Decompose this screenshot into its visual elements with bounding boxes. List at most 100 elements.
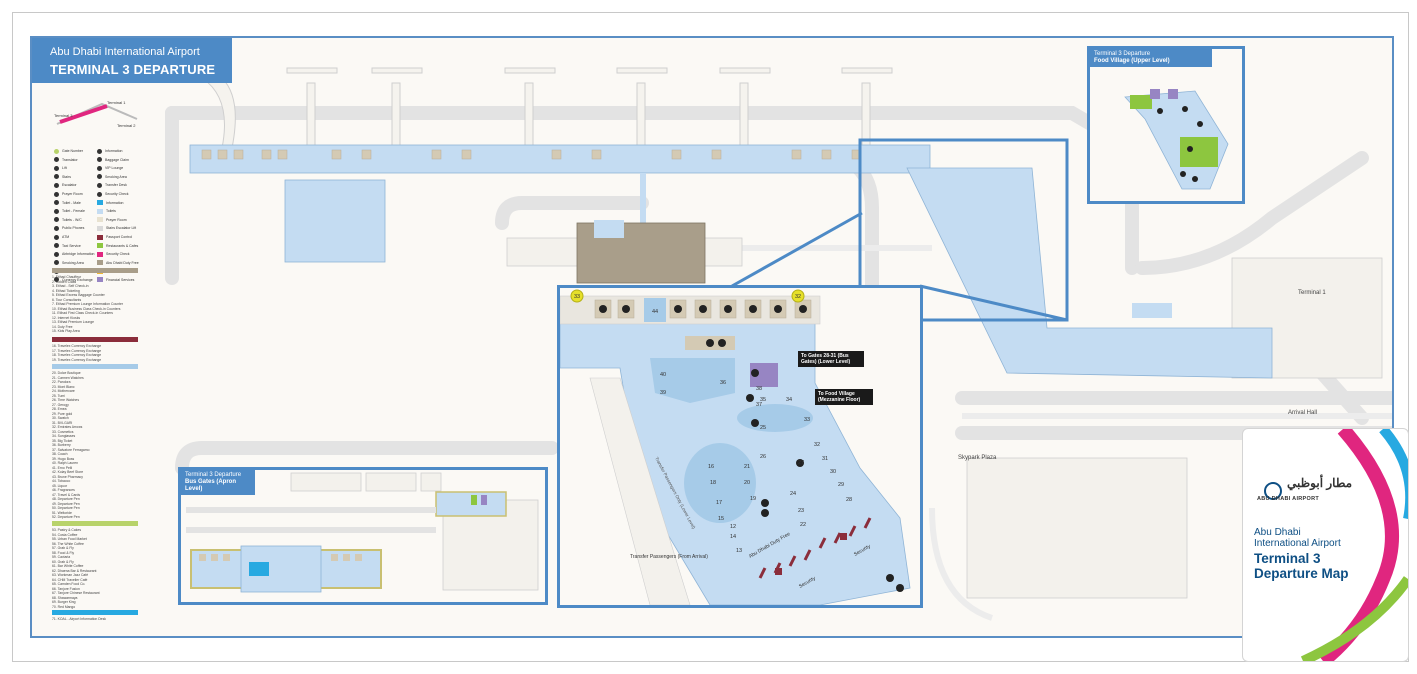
list-item: 14. Duty Free <box>52 324 73 329</box>
unit-number: 26 <box>760 454 766 460</box>
translator-icon <box>54 157 59 163</box>
legend-item: Gate Number <box>54 147 95 156</box>
list-item: 25. Tumi <box>52 393 66 398</box>
legend-item: ATM <box>54 233 95 242</box>
brand-english-name: ABU DHABI AIRPORT <box>1257 496 1320 502</box>
gate-33-label: 33 <box>574 294 580 300</box>
list-item: 64. CHM Traveller Café <box>52 577 88 582</box>
list-item: 34. Sunglasses <box>52 434 76 438</box>
unit-number: 35 <box>760 397 766 403</box>
list-item: 33. Cosmetics <box>52 429 74 434</box>
unit-number: 20 <box>744 480 750 486</box>
transfer-passengers-label: Transfer Passengers (From Arrival) <box>630 554 708 560</box>
smoking-icon <box>97 174 102 180</box>
brand-title: Terminal 3 Departure Map <box>1254 551 1349 581</box>
list-item: 56. The White Coffee <box>52 541 84 546</box>
legend-column-2: Information Baggage Claim VIP Lounge Smo… <box>97 147 139 285</box>
list-item: 46. Fragrances <box>52 488 75 492</box>
list-item: 28. Emea <box>52 407 67 411</box>
label-skypark-plaza: Skypark Plaza <box>958 455 997 461</box>
list-item: 12. Internet Kiosks <box>52 315 81 320</box>
list-item: 3. Etihad - Self Check-in <box>52 284 89 288</box>
financial-swatch-icon <box>97 277 103 283</box>
unit-number: 25 <box>760 425 766 431</box>
brand-card: مطار أبوظبي ABU DHABI AIRPORT Abu Dhabi … <box>1242 428 1409 662</box>
list-item: 43. Brune Pharmacy <box>52 474 83 479</box>
list-item: 37. Salvatore Ferragamo <box>52 447 90 452</box>
list-item: 59. Caviaria <box>52 555 71 559</box>
unit-number: 23 <box>798 508 804 514</box>
unit-number: 27 <box>798 460 804 466</box>
legend-item: Information <box>97 147 139 156</box>
brand-subtitle: Abu Dhabi International Airport <box>1254 527 1341 549</box>
list-item: 45. Liquor <box>52 483 68 488</box>
list-item: 65. Camden Food Co. <box>52 582 86 586</box>
airport-name: Abu Dhabi International Airport <box>50 46 200 58</box>
legend-item: Translator <box>54 156 95 165</box>
list-header-food <box>52 521 138 526</box>
legend-item: Stairs <box>54 173 95 182</box>
unit-number: 38 <box>756 386 762 392</box>
inset-food-title: Terminal 3 Departure Food Village (Upper… <box>1090 49 1212 67</box>
unit-number: 32 <box>814 442 820 448</box>
info-icon <box>97 148 102 154</box>
list-item: 63. Workman Jazz Café <box>52 573 89 577</box>
callout-bus-gates: To Gates 28-31 (Bus Gates) (Lower Level) <box>798 351 864 367</box>
east-concourse <box>906 167 1273 379</box>
unit-number: 18 <box>710 480 716 486</box>
list-item: 30. Swatch <box>52 416 69 420</box>
legend-item: Toilet - Female <box>54 207 95 216</box>
prayer-swatch-icon <box>97 217 103 223</box>
legend-item: Transfer Desk <box>97 181 139 190</box>
list-item: 70. Red Mango <box>52 604 76 609</box>
toilets-swatch-icon <box>97 208 103 214</box>
list-item: 36. Burberry <box>52 443 71 447</box>
legend-item: Toilets - W/C <box>54 216 95 225</box>
list-info: 71. KOAL - Airport Information Desk <box>52 610 138 622</box>
brand-swoosh <box>1264 429 1408 661</box>
legend-item: Currency Exchange <box>54 276 95 285</box>
list-item: 4. Etihad Ticketing <box>52 288 80 293</box>
gate-32-label: 32 <box>795 294 801 300</box>
legend-item: VIP Lounge <box>97 164 139 173</box>
list-item: 71. KOAL - Airport Information Desk <box>52 617 106 621</box>
baggage-icon <box>97 157 102 163</box>
legend-item: Security Check <box>97 250 139 259</box>
location-minimap: Terminal 1 Terminal 3 Terminal 2 <box>54 100 138 128</box>
list-header-exchange <box>52 337 138 342</box>
gate-icon <box>54 148 59 154</box>
list-item: 13. Etihad Premium Lounge <box>52 320 95 324</box>
list-item: 29. Pure gold <box>52 411 73 416</box>
unit-number: 28 <box>846 497 852 503</box>
legend-item: Prayer Room <box>97 216 139 225</box>
legend-item: Abu Dhabi Duty Free <box>97 259 139 268</box>
airport-logo-icon <box>1264 482 1282 500</box>
legend-item: Prayer Room <box>54 190 95 199</box>
phone-icon <box>54 225 59 231</box>
list-item: 50. Departure Pen <box>52 506 80 510</box>
lift-icon <box>54 165 59 171</box>
list-item: 49. Departure Pen <box>52 501 80 506</box>
unit-number: 30 <box>830 469 836 475</box>
legend-item: Airbridge Information <box>54 250 95 259</box>
list-item: 11. Etihad First Class Check-in Counters <box>52 311 113 315</box>
list-item: 5. Etihad Excess Baggage Counter <box>52 293 105 297</box>
unit-number: 24 <box>790 491 796 497</box>
unit-number: 13 <box>736 548 742 554</box>
label-terminal-1: Terminal 1 <box>1298 290 1326 296</box>
inset-food-village: Terminal 3 Departure Food Village (Upper… <box>1087 46 1245 204</box>
list-item: 52. Departure Pen <box>52 515 80 519</box>
list-item: 31. BVLGARI <box>52 420 73 425</box>
legend-item: Escalator <box>54 181 95 190</box>
toilet-male-icon <box>54 200 59 206</box>
unit-number: 39 <box>660 390 666 396</box>
list-item: 21. Carmen Watches <box>52 375 84 380</box>
atm-icon <box>54 234 59 240</box>
smoking-icon <box>54 260 59 266</box>
list-item: 60. Grab & Fly <box>52 559 74 564</box>
legend-item: Public Phones <box>54 224 95 233</box>
